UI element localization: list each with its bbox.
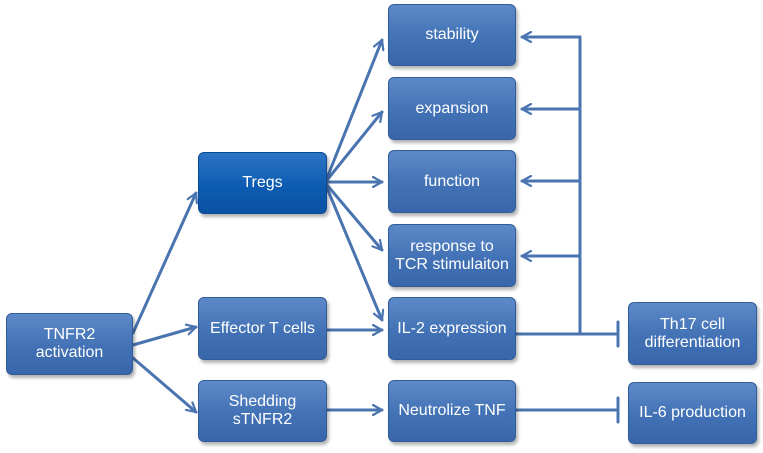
node-shedding-stnfr2: Shedding sTNFR2 <box>198 380 327 442</box>
node-stability: stability <box>388 4 516 66</box>
node-neutrolize-tnf: Neutrolize TNF <box>388 380 516 442</box>
node-th17-label: Th17 cell differentiation <box>644 315 741 351</box>
node-function-label: function <box>423 172 481 190</box>
arrow-tregs-to-stability <box>325 38 382 180</box>
node-function: function <box>388 150 516 213</box>
node-neutrolize-label: Neutrolize TNF <box>398 402 506 419</box>
node-il2-expression: IL-2 expression <box>388 297 516 360</box>
node-tregs-label: Tregs <box>242 174 283 191</box>
arrow-tregs-to-response <box>325 183 384 252</box>
node-response-label: response to TCR stimulaiton <box>395 237 509 273</box>
arrow-tregs-to-expansion <box>325 110 384 182</box>
node-il6-label: IL-6 production <box>639 404 746 421</box>
node-shedding-label: Shedding sTNFR2 <box>228 393 297 428</box>
node-tnfr2-label: TNFR2 activation <box>35 326 104 361</box>
node-expansion-label: expansion <box>415 99 489 117</box>
node-th17-differentiation: Th17 cell differentiation <box>628 302 757 365</box>
arrow-tnfr2-to-tregs <box>131 191 196 335</box>
node-tnfr2-activation: TNFR2 activation <box>6 313 133 375</box>
node-effector-t-cells: Effector T cells <box>198 297 327 360</box>
arrow-tnfr2-to-shedding <box>131 356 198 414</box>
node-tregs: Tregs <box>198 152 327 214</box>
node-il2-label: IL-2 expression <box>397 319 507 337</box>
node-il6-production: IL-6 production <box>628 382 757 444</box>
arrow-tnfr2-to-effector <box>131 327 198 347</box>
node-stability-label: stability <box>425 26 479 43</box>
arrow-tregs-to-il2 <box>325 186 382 322</box>
node-expansion: expansion <box>388 77 516 140</box>
node-effector-label: Effector T cells <box>210 319 315 337</box>
node-response-to-tcr: response to TCR stimulaiton <box>388 224 516 287</box>
